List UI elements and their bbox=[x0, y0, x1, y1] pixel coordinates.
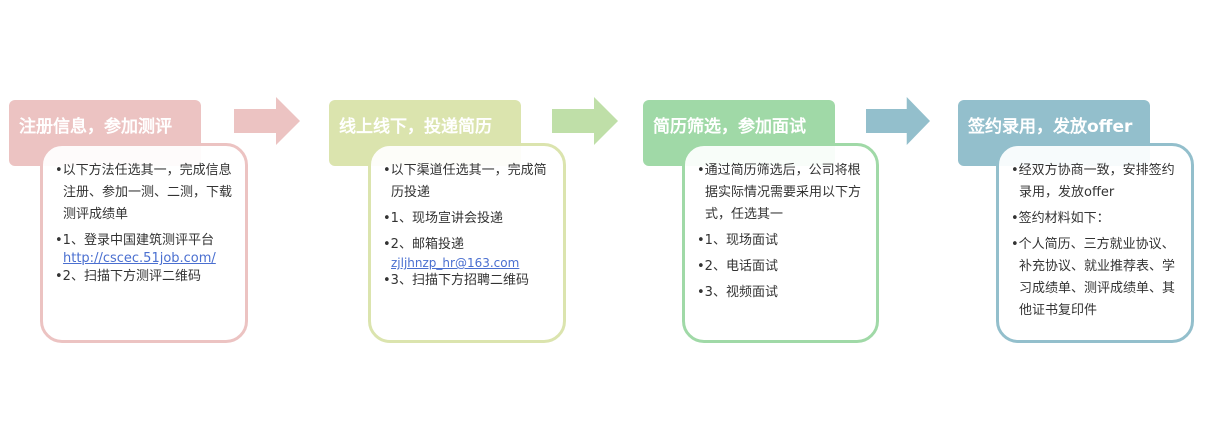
stage-2-item: 1、现场宣讲会投递 bbox=[383, 208, 555, 230]
stage-3-item: 2、电话面试 bbox=[697, 256, 868, 278]
stage-4-item: 经双方协商一致，安排签约录用，发放offer bbox=[1011, 160, 1183, 204]
stage-1-item: 1、登录中国建筑测评平台 http://cscec.51job.com/ bbox=[55, 230, 237, 266]
cscec-link[interactable]: http://cscec.51job.com/ bbox=[63, 251, 216, 266]
stage-4-body: 经双方协商一致，安排签约录用，发放offer 签约材料如下： 个人简历、三方就业… bbox=[996, 143, 1194, 343]
item-text: 2、邮箱投递 bbox=[390, 237, 464, 252]
arrow-icon bbox=[552, 97, 618, 145]
stage-3-item: 3、视频面试 bbox=[697, 282, 868, 304]
stage-3-item: 1、现场面试 bbox=[697, 230, 868, 252]
stage-2-item: 2、邮箱投递 zjljhnzp_hr@163.com bbox=[383, 234, 555, 270]
stage-1-body: 以下方法任选其一，完成信息注册、参加一测、二测，下载测评成绩单 1、登录中国建筑… bbox=[40, 143, 248, 343]
arrow-icon bbox=[866, 97, 930, 145]
stage-2-item: 以下渠道任选其一，完成简历投递 bbox=[383, 160, 555, 204]
stage-2-item: 3、扫描下方招聘二维码 bbox=[383, 270, 555, 292]
arrow-icon bbox=[234, 97, 300, 145]
stage-4-item: 签约材料如下： bbox=[1011, 208, 1183, 230]
email-link[interactable]: zjljhnzp_hr@163.com bbox=[391, 256, 520, 270]
stage-3-body: 通过简历筛选后，公司将根据实际情况需要采用以下方式，任选其一 1、现场面试 2、… bbox=[682, 143, 879, 343]
item-text: 1、登录中国建筑测评平台 bbox=[62, 233, 214, 248]
stage-2-body: 以下渠道任选其一，完成简历投递 1、现场宣讲会投递 2、邮箱投递 zjljhnzp… bbox=[368, 143, 566, 343]
stage-4-item: 个人简历、三方就业协议、补充协议、就业推荐表、学习成绩单、测评成绩单、其他证书复… bbox=[1011, 234, 1183, 322]
stage-1-item: 以下方法任选其一，完成信息注册、参加一测、二测，下载测评成绩单 bbox=[55, 160, 237, 226]
stage-1-item: 2、扫描下方测评二维码 bbox=[55, 266, 237, 288]
stage-3-item: 通过简历筛选后，公司将根据实际情况需要采用以下方式，任选其一 bbox=[697, 160, 868, 226]
